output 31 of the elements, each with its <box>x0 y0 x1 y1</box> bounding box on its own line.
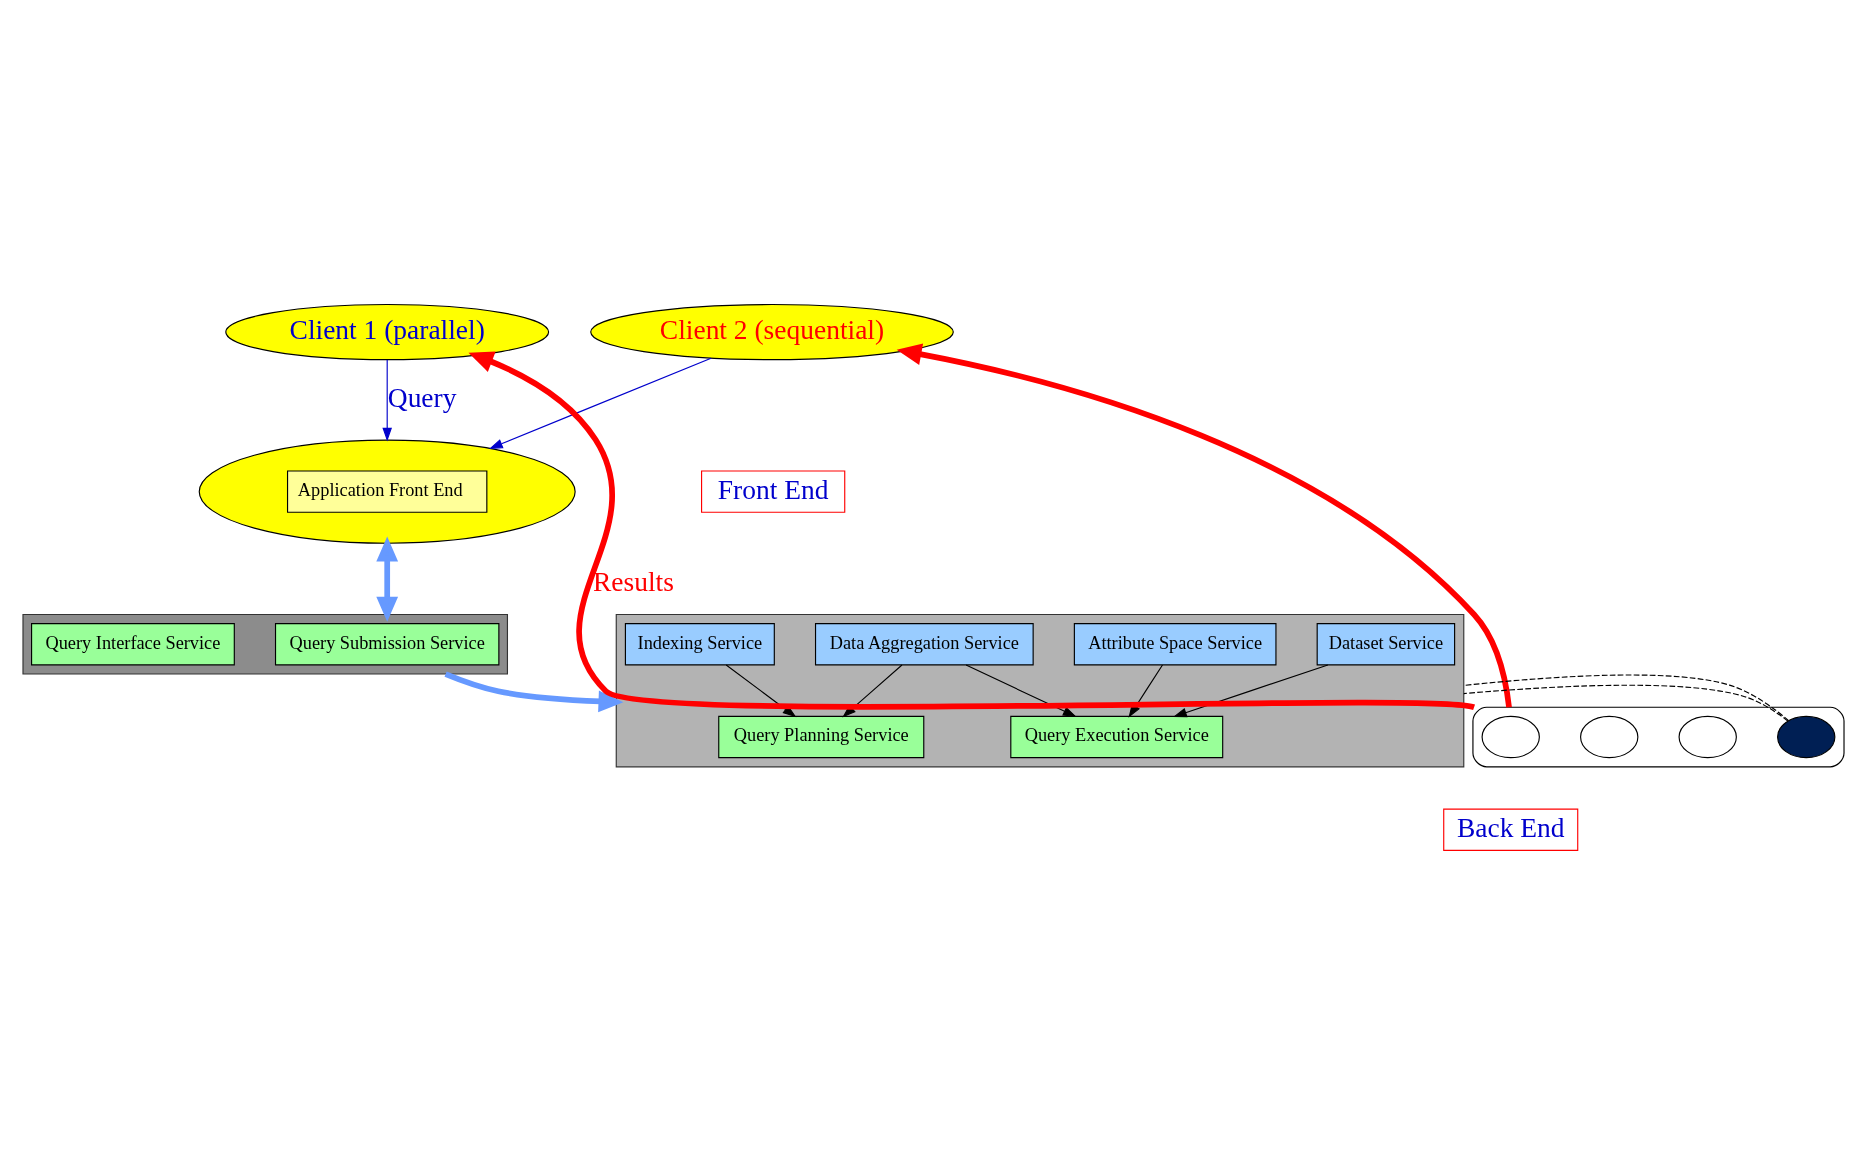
node-circle <box>1777 715 1836 759</box>
arrow <box>1173 664 1329 718</box>
node-ellipse: Client 2 (sequential) <box>590 303 954 361</box>
arrow <box>382 359 392 442</box>
node-box: Indexing Service <box>624 623 775 666</box>
arrow <box>376 536 399 622</box>
node-box: Back End <box>1443 808 1579 851</box>
arrow <box>725 664 797 718</box>
node-box: Query Interface Service <box>31 623 235 666</box>
node-box: Query Execution Service <box>1010 715 1224 759</box>
edge-label: Query <box>387 382 457 413</box>
node-box: Data Aggregation Service <box>814 623 1034 666</box>
arrow <box>444 671 624 713</box>
node-circle <box>1481 715 1540 759</box>
cluster <box>615 613 1465 768</box>
node-box: Attribute Space Service <box>1073 623 1277 666</box>
cluster <box>1472 706 1845 768</box>
node-circle <box>1678 715 1737 759</box>
node-ellipse: Client 1 (parallel) <box>225 303 550 361</box>
connector <box>1463 674 1790 722</box>
node-box: Query Submission Service <box>274 623 500 666</box>
arrow <box>468 351 1475 711</box>
node-box: Dataset Service <box>1316 623 1456 666</box>
node-box: Front End <box>701 470 846 513</box>
arrow <box>965 664 1077 718</box>
connector <box>1463 684 1789 722</box>
node-circle <box>1580 715 1639 759</box>
edge-label: Results <box>592 566 674 597</box>
node-box: Query Planning Service <box>718 715 925 759</box>
arrow <box>489 357 712 449</box>
cluster <box>22 613 509 675</box>
